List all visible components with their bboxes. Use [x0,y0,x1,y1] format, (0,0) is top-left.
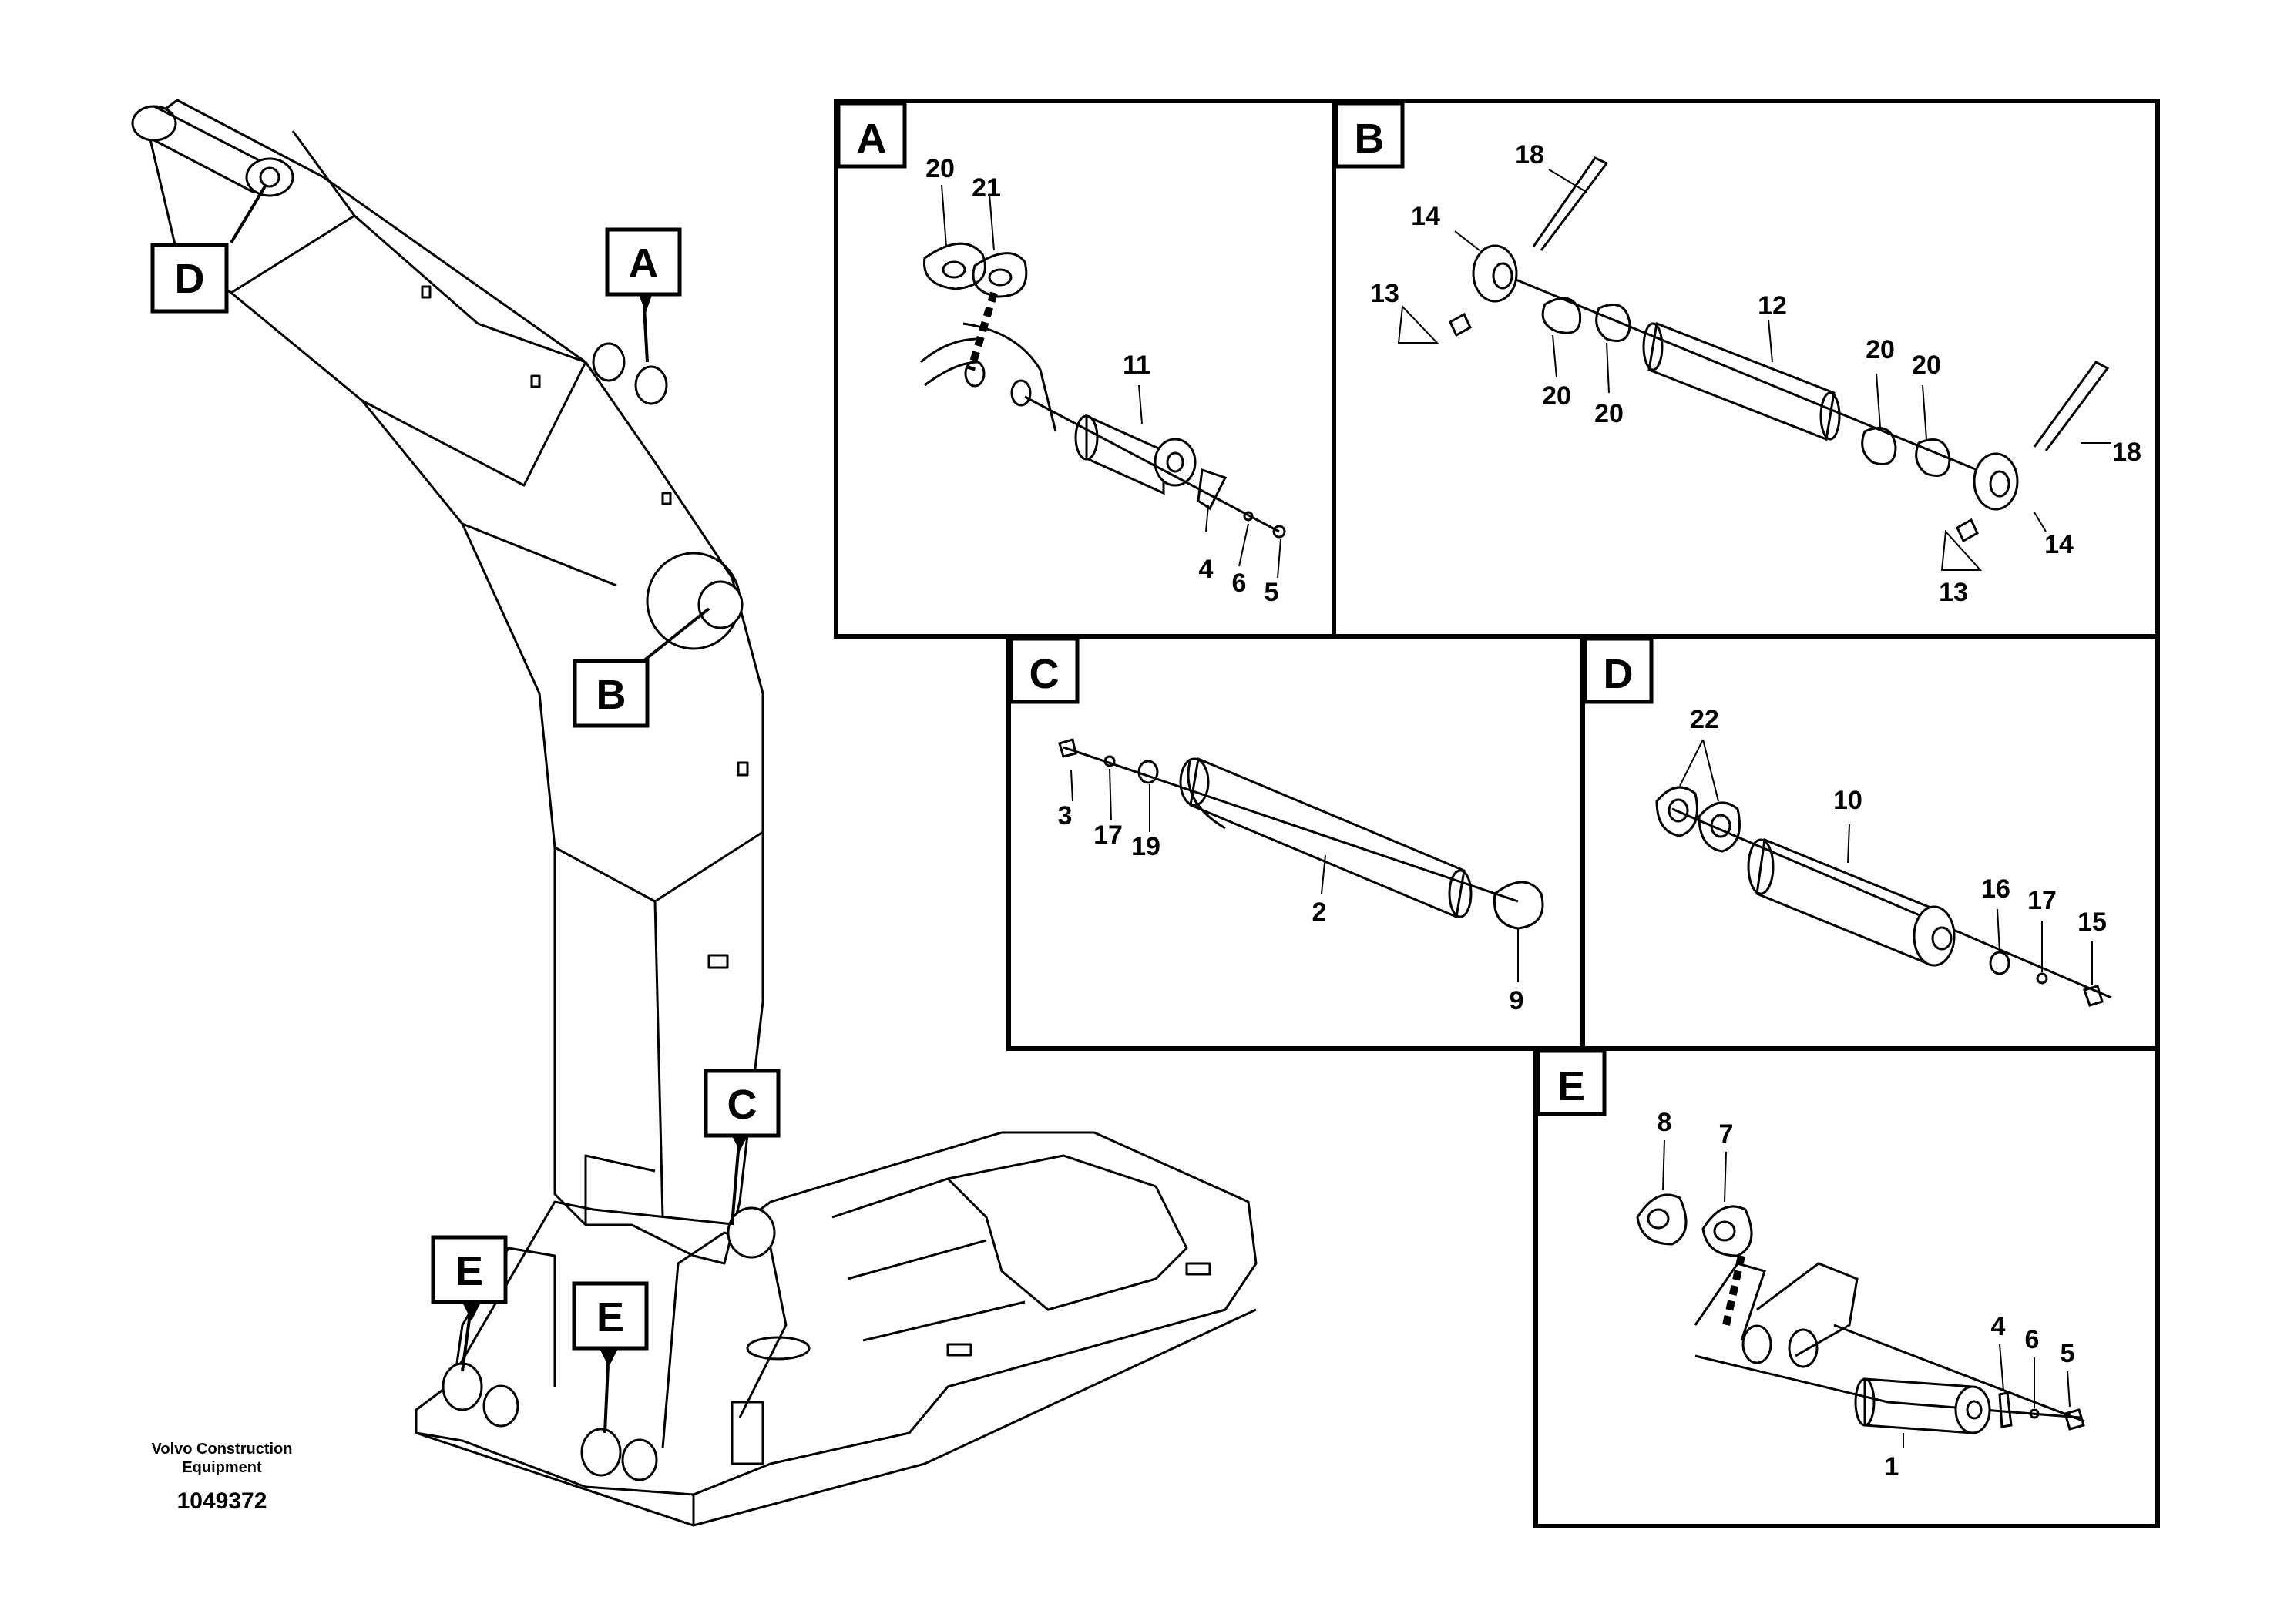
part-number: 9 [1510,986,1524,1015]
part-number: 11 [1123,351,1150,380]
part-number: 5 [1265,578,1279,607]
caption: Volvo Construction Equipment 1049372 [152,1441,293,1514]
panel-e-letter: E [1557,1063,1585,1109]
part-number: 7 [1719,1119,1734,1149]
boom-illustration [131,99,764,1265]
part-number: 17 [1093,820,1123,850]
base-frame-illustration [415,1131,1258,1527]
part-number: 6 [1232,569,1247,598]
part-number: 17 [2027,886,2057,915]
part-number: 22 [1690,705,1719,734]
part-number: 20 [1866,335,1895,364]
part-number: 8 [1658,1108,1672,1137]
caption-company-line1: Volvo Construction [152,1441,293,1458]
callout-e-right: E [572,1281,649,1351]
part-number: 2 [1312,898,1327,927]
part-number: 13 [1370,279,1399,308]
callout-e-right-label: E [596,1294,624,1340]
part-number: 1 [1885,1452,1899,1481]
part-number: 20 [1912,351,1941,380]
callout-b-label: B [596,672,626,718]
part-number: 19 [1131,832,1160,861]
callout-a: A [605,227,682,297]
part-number: 4 [1199,555,1214,584]
callout-c: C [704,1069,781,1138]
callout-b: B [573,659,650,728]
callout-d: D [150,243,229,314]
callout-e-left: E [431,1235,508,1304]
part-number: 12 [1758,291,1787,320]
panel-d-letter: D [1604,651,1634,697]
panel-c: C 3 17 19 2 9 [1006,634,1585,1051]
part-number: 13 [1939,578,1968,607]
part-number: 3 [1058,801,1073,830]
panel-e: E 8 7 [1533,1046,2160,1528]
part-number: 18 [2112,438,2141,467]
part-number: 20 [925,154,955,183]
part-number: 16 [1981,874,2010,904]
part-number: 6 [2025,1325,2040,1354]
panel-c-letter: C [1029,651,1060,697]
drawing-number: 1049372 [177,1488,267,1514]
panel-b: B [1332,99,2160,639]
part-number: 10 [1833,786,1862,815]
part-number: 20 [1542,381,1571,411]
part-number: 14 [2044,530,2074,559]
panel-a: A 20 21 1 [834,99,1336,639]
part-number: 4 [1991,1312,2006,1341]
panel-b-letter: B [1355,116,1385,162]
callout-e-left-label: E [455,1248,483,1294]
callout-d-label: D [175,256,205,302]
part-number: 21 [972,173,1001,203]
callout-a-label: A [629,240,659,287]
callout-c-label: C [727,1082,757,1128]
part-number: 5 [2061,1339,2075,1368]
part-number: 18 [1515,140,1544,169]
part-number: 14 [1411,202,1440,231]
panel-d: D 22 10 16 17 15 [1580,634,2160,1051]
panel-a-letter: A [857,116,887,162]
part-number: 15 [2077,908,2107,937]
part-number: 20 [1594,399,1624,428]
caption-company-line2: Equipment [182,1459,262,1476]
